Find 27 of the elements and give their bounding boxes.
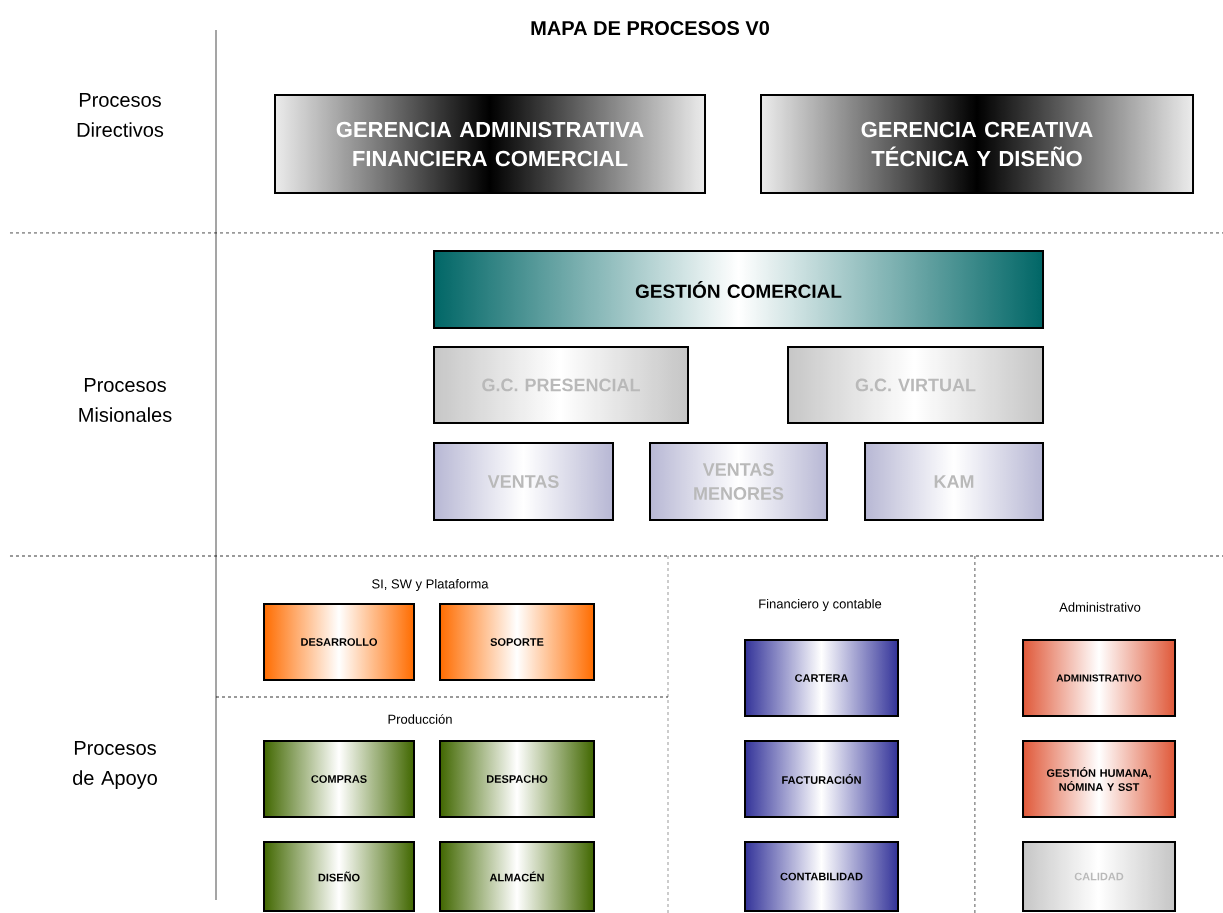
process-box: SOPORTE: [439, 603, 595, 681]
process-box: VENTAS MENORES: [649, 442, 828, 521]
process-box: KAM: [864, 442, 1044, 521]
process-box: GERENCIA CREATIVA TÉCNICA Y DISEÑO: [760, 94, 1194, 194]
group-label: SI, SW y Plataforma: [372, 578, 489, 592]
group-label: Financiero y contable: [759, 598, 882, 612]
process-box: CONTABILIDAD: [744, 841, 899, 912]
lane-label: Procesos de Apoyo: [73, 741, 157, 789]
process-box: CARTERA: [744, 639, 899, 717]
process-box: DESARROLLO: [263, 603, 415, 681]
process-box: G.C. VIRTUAL: [787, 346, 1044, 424]
lane-label: Procesos Directivos: [77, 93, 164, 137]
process-box: VENTAS: [433, 442, 614, 521]
process-box: GESTIÓN HUMANA, NÓMINA Y SST: [1022, 740, 1176, 818]
lane-label: Procesos Misionales: [79, 378, 172, 422]
process-box: FACTURACIÓN: [744, 740, 899, 818]
process-box: CALIDAD: [1022, 841, 1176, 912]
process-box: DESPACHO: [439, 740, 595, 818]
process-box: GESTIÓN COMERCIAL: [433, 250, 1044, 329]
process-box: DISEÑO: [263, 841, 415, 912]
process-box: ALMACÉN: [439, 841, 595, 912]
title: MAPA DE PROCESOS V0: [531, 20, 769, 36]
process-box: ADMINISTRATIVO: [1022, 639, 1176, 717]
group-label: Producción: [388, 714, 452, 724]
process-box: GERENCIA ADMINISTRATIVA FINANCIERA COMERCIAL: [274, 94, 706, 194]
group-label: Administrativo: [1059, 602, 1141, 612]
process-box: COMPRAS: [263, 740, 415, 818]
